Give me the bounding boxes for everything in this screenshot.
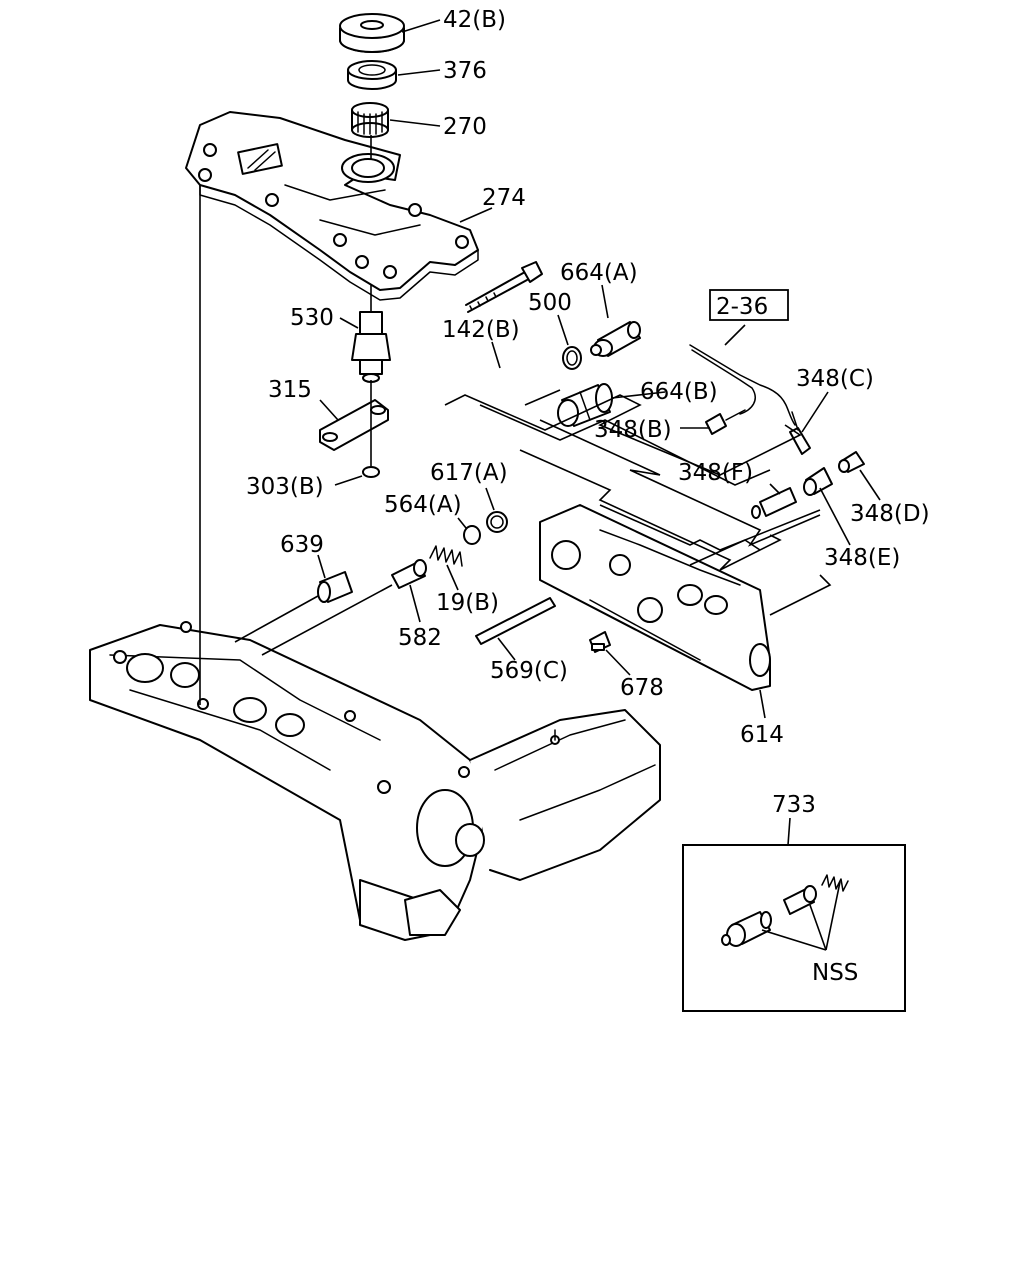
kit-733-box[interactable]: NSS bbox=[682, 844, 906, 1012]
callout-639: 639 bbox=[280, 532, 324, 558]
assembly-guide-lines bbox=[199, 135, 832, 705]
callout-42b: 42(B) bbox=[443, 7, 506, 33]
callout-348b: 348(B) bbox=[594, 417, 672, 443]
callout-19b: 19(B) bbox=[436, 590, 499, 616]
part-614-valve-body[interactable] bbox=[539, 504, 771, 691]
callout-142b: 142(B) bbox=[442, 317, 520, 343]
part-664a-solenoid[interactable] bbox=[590, 321, 641, 357]
callout-530: 530 bbox=[290, 305, 334, 331]
kit-spring bbox=[821, 874, 849, 892]
part-564a-oring[interactable] bbox=[463, 525, 481, 545]
callout-303b: 303(B) bbox=[246, 474, 324, 500]
callout-315: 315 bbox=[268, 377, 312, 403]
part-315-bracket[interactable] bbox=[319, 399, 389, 451]
part-274-cover[interactable] bbox=[185, 111, 479, 301]
callout-500: 500 bbox=[528, 290, 572, 316]
callout-664b: 664(B) bbox=[640, 379, 718, 405]
callout-nss: NSS bbox=[812, 960, 858, 986]
part-348e-fitting[interactable] bbox=[803, 467, 833, 496]
part-348d-fitting[interactable] bbox=[838, 451, 865, 473]
callout-614: 614 bbox=[740, 722, 784, 748]
callout-274: 274 bbox=[482, 185, 526, 211]
callout-348d: 348(D) bbox=[850, 501, 930, 527]
callout-678: 678 bbox=[620, 675, 664, 701]
part-303b-oring[interactable] bbox=[362, 466, 380, 478]
transmission-housing[interactable] bbox=[89, 621, 661, 941]
part-530-switch[interactable] bbox=[351, 311, 391, 383]
part-376-bearing[interactable] bbox=[347, 60, 397, 90]
part-678-bolt[interactable] bbox=[589, 631, 611, 653]
reference-box-label: 2-36 bbox=[716, 294, 768, 320]
part-500-oring[interactable] bbox=[562, 346, 582, 370]
callout-labels: 42(B) 376 270 274 530 315 303(B) 142(B) … bbox=[246, 7, 930, 818]
kit-solenoid bbox=[721, 911, 772, 947]
part-142b-bolt[interactable] bbox=[465, 261, 543, 313]
callout-569c: 569(C) bbox=[490, 658, 568, 684]
part-617a-plug[interactable] bbox=[486, 511, 508, 533]
part-569c-pin[interactable] bbox=[475, 597, 556, 645]
part-42b-cap[interactable] bbox=[339, 13, 405, 53]
callout-376: 376 bbox=[443, 58, 487, 84]
callout-348f: 348(F) bbox=[678, 460, 753, 486]
callout-582: 582 bbox=[398, 625, 442, 651]
callout-348e: 348(E) bbox=[824, 545, 900, 571]
part-639-bushing[interactable] bbox=[317, 571, 353, 603]
callout-617a: 617(A) bbox=[430, 460, 508, 486]
part-348b-sensor[interactable] bbox=[705, 409, 746, 435]
reference-box[interactable]: 2-36 bbox=[709, 289, 789, 321]
callout-leaders bbox=[317, 19, 881, 846]
kit-valve bbox=[783, 885, 817, 915]
part-19b-spring[interactable] bbox=[429, 545, 463, 567]
callout-270: 270 bbox=[443, 114, 487, 140]
callout-664a: 664(A) bbox=[560, 260, 638, 286]
callout-733: 733 bbox=[772, 792, 816, 818]
callout-564a: 564(A) bbox=[384, 492, 462, 518]
part-348f-sensor[interactable] bbox=[751, 487, 797, 519]
part-582-valve[interactable] bbox=[391, 559, 427, 589]
callout-348c: 348(C) bbox=[796, 366, 874, 392]
part-348c-sensor[interactable] bbox=[789, 411, 811, 455]
part-270-needle-bearing[interactable] bbox=[351, 102, 389, 138]
wire-harness bbox=[689, 344, 796, 426]
